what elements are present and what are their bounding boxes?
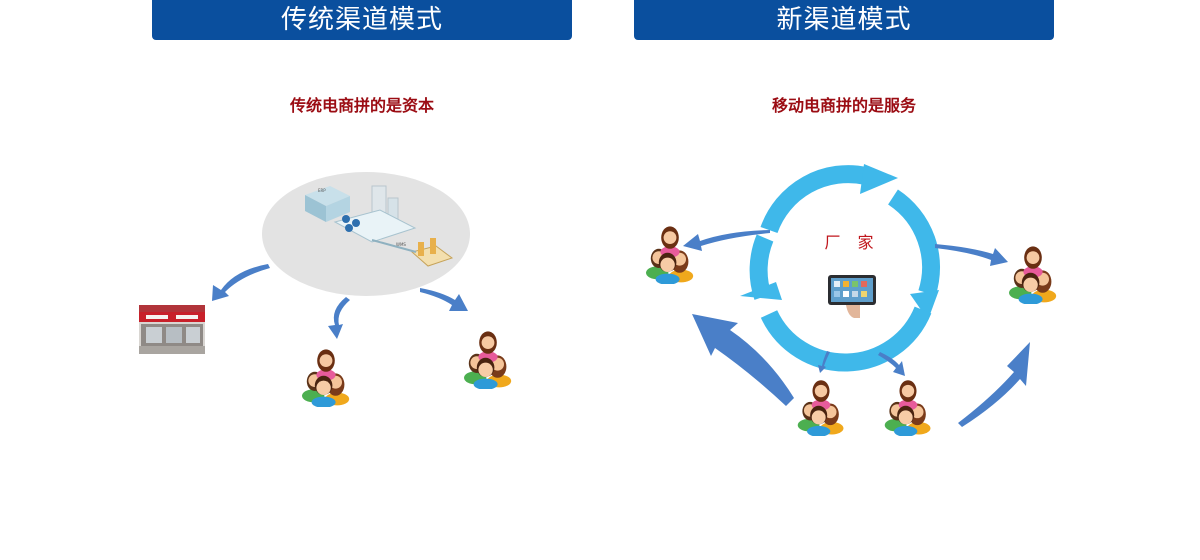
traditional-mode-header: 传统渠道模式	[152, 0, 572, 40]
svg-text:WMS: WMS	[396, 242, 406, 247]
arrow-to-bottom-left-group	[818, 351, 830, 373]
user-group-icon	[464, 331, 512, 389]
arrow-to-bottom-right-group	[878, 352, 905, 376]
user-group-icon	[797, 380, 844, 436]
factory-label: 厂 家	[824, 233, 879, 252]
svg-text:ERP: ERP	[318, 188, 326, 193]
user-group-icon	[1009, 246, 1057, 304]
arrow-to-customers-b	[420, 288, 468, 311]
user-group-icon	[884, 380, 931, 436]
store-front-icon	[139, 305, 205, 354]
arrow-to-store	[212, 264, 270, 301]
return-arrow-left	[692, 314, 794, 406]
return-arrow-right	[958, 342, 1030, 427]
arrow-to-customers-a	[328, 297, 350, 339]
cycle-arrows-icon	[740, 164, 940, 372]
arrow-to-left-group	[683, 230, 770, 251]
new-mode-subtitle: 移动电商拼的是服务	[771, 96, 916, 115]
factory-cluster: ERP WMS	[262, 172, 470, 296]
factory-map-icon: ERP WMS	[305, 185, 454, 267]
phone-in-hand-icon	[828, 275, 876, 318]
user-group-icon	[302, 349, 350, 407]
arrow-to-right-group	[935, 244, 1008, 266]
new-mode-header: 新渠道模式	[634, 0, 1054, 40]
user-group-icon	[646, 226, 694, 284]
traditional-subtitle: 传统电商拼的是资本	[289, 96, 434, 115]
